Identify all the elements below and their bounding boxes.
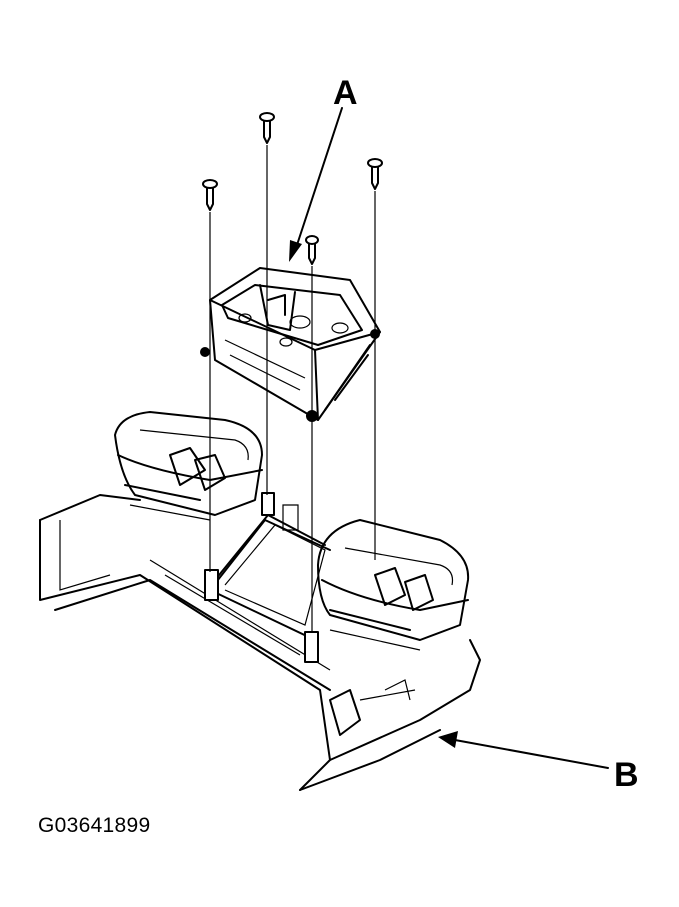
screw-2 — [259, 112, 275, 144]
callout-label-b: B — [614, 756, 639, 794]
console-base — [39, 494, 481, 791]
callout-arrows — [289, 107, 609, 769]
alignment-lines — [209, 145, 376, 632]
mounting-frame — [204, 492, 331, 663]
arrow-a — [289, 107, 343, 262]
switch-module — [200, 267, 381, 422]
screw-4 — [367, 158, 383, 190]
right-cup-holder — [317, 519, 470, 651]
figure-id: G03641899 — [38, 814, 151, 837]
callout-label-a: A — [333, 74, 358, 112]
arrow-b — [438, 731, 609, 769]
screws — [202, 112, 383, 265]
screw-1 — [202, 179, 218, 211]
screw-3 — [305, 235, 319, 265]
left-cup-holder — [114, 411, 263, 521]
